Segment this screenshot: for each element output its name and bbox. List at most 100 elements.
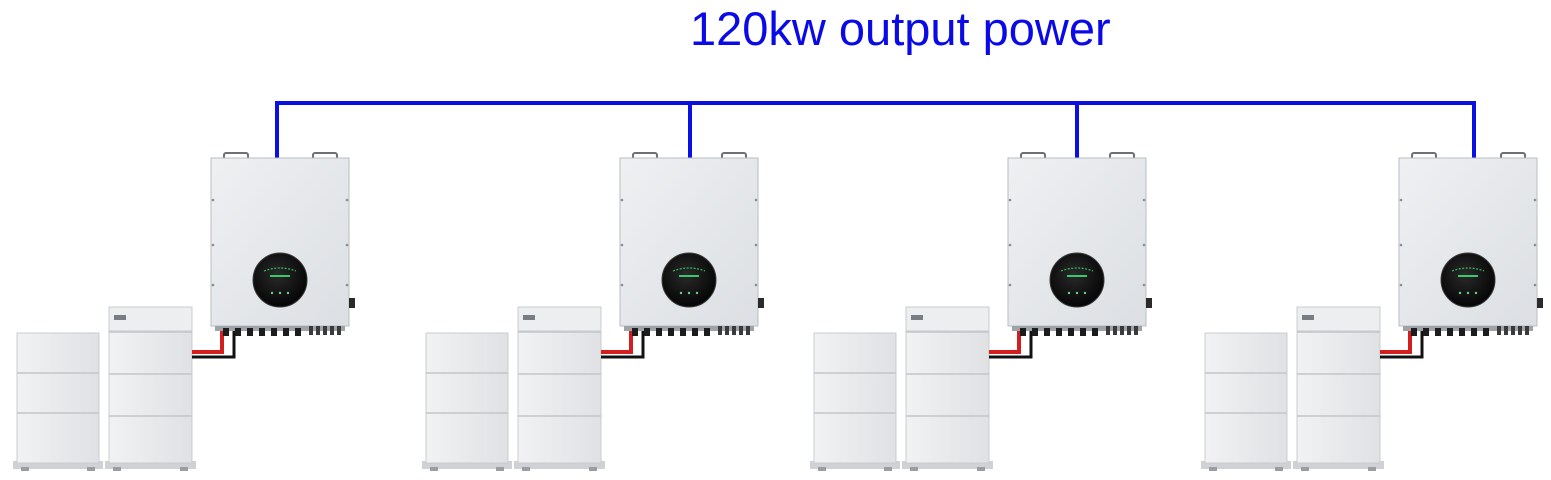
inverter-terminal (1423, 328, 1429, 336)
display-indicator-bar (1067, 275, 1087, 277)
battery-foot (1209, 467, 1217, 471)
display-indicator-arc (672, 267, 706, 272)
battery-body (425, 332, 509, 464)
battery-body (1204, 332, 1288, 464)
display-indicator-bar (1458, 275, 1478, 277)
inverter-terminal (746, 326, 750, 335)
inverter-display (1049, 252, 1105, 308)
battery-base (902, 461, 993, 469)
inverter-terminal (223, 328, 229, 336)
display-led (1466, 291, 1470, 295)
battery-base (105, 461, 196, 469)
display-led (1458, 291, 1462, 295)
inverter-terminal (1092, 328, 1098, 336)
inverter-screw (1008, 283, 1012, 287)
battery-foot (1275, 467, 1283, 471)
battery-foot (1301, 467, 1309, 471)
inverter-terminal (1044, 328, 1050, 336)
inverter-screw (1142, 198, 1146, 202)
battery-foot (87, 467, 95, 471)
battery-stack-2 (902, 306, 993, 471)
inverter-bottom-strip (215, 326, 345, 331)
inverter-terminal (632, 328, 638, 336)
battery-foot (180, 467, 188, 471)
inverter-terminal (271, 328, 277, 336)
display-led (270, 291, 274, 295)
battery-body (517, 306, 602, 464)
battery-label-plate (523, 315, 535, 320)
inverter-4 (1398, 152, 1543, 336)
battery-label-plate (911, 315, 923, 320)
battery-foot (496, 467, 504, 471)
inverter-screw (620, 198, 624, 202)
inverter-terminal (1483, 328, 1489, 336)
inverter-terminal (1435, 328, 1441, 336)
inverter-terminal (1518, 326, 1522, 335)
inverter-terminal (235, 328, 241, 336)
dc-cables (601, 326, 645, 359)
dc-positive-cable (601, 326, 633, 354)
battery-stack-1 (13, 332, 103, 471)
inverter-terminal (283, 328, 289, 336)
dc-negative-cable (989, 326, 1033, 359)
inverter-terminal (337, 326, 341, 335)
battery-foot (589, 467, 597, 471)
inverter-2 (619, 152, 764, 336)
inverter-terminal (725, 326, 729, 335)
display-led (278, 291, 282, 295)
dc-cables (989, 326, 1033, 359)
display-indicator-arc (1060, 267, 1094, 272)
battery-stack-1 (422, 332, 512, 471)
dc-positive-cable (989, 326, 1021, 354)
display-led (1067, 291, 1071, 295)
battery-stack-2 (105, 306, 196, 471)
inverter-screw (345, 198, 349, 202)
inverter-screw (620, 283, 624, 287)
inverter-terminal (1127, 326, 1131, 335)
inverter-display (252, 252, 308, 308)
battery-foot (21, 467, 29, 471)
inverter-terminal (732, 326, 736, 335)
inverter-screw (754, 283, 758, 287)
inverter-screw (1142, 243, 1146, 247)
battery-body (108, 306, 193, 464)
inverter-bottom-strip (624, 326, 754, 331)
display-indicator-arc (263, 267, 297, 272)
display-led (695, 291, 699, 295)
battery-foot (818, 467, 826, 471)
inverter-terminal (1106, 326, 1110, 335)
inverter-bottom-strip (1012, 326, 1142, 331)
inverter-screw (211, 283, 215, 287)
inverter-terminal (1020, 328, 1026, 336)
battery-label-plate (114, 315, 126, 320)
inverter-terminal (718, 326, 722, 335)
battery-label-plate (1302, 315, 1314, 320)
battery-stack-1 (810, 332, 900, 471)
inverter-terminal (330, 326, 334, 335)
inverter-screw (345, 243, 349, 247)
inverter-screw (754, 243, 758, 247)
inverter-screw (1142, 283, 1146, 287)
display-indicator-arc (1451, 267, 1485, 272)
inverter-terminal (1411, 328, 1417, 336)
system-2 (422, 152, 764, 471)
inverter-switch (349, 298, 355, 308)
inverter-terminal (656, 328, 662, 336)
inverter-terminal (1080, 328, 1086, 336)
inverter-terminal (1113, 326, 1117, 335)
battery-body (905, 306, 990, 464)
inverter-terminal (1134, 326, 1138, 335)
inverter-1 (210, 152, 355, 336)
battery-base (514, 461, 605, 469)
display-indicator-bar (679, 275, 699, 277)
battery-base (1293, 461, 1384, 469)
inverter-switch (1146, 298, 1152, 308)
battery-stack-1 (1201, 332, 1291, 471)
inverter-terminal (1471, 328, 1477, 336)
inverter-terminal (739, 326, 743, 335)
battery-base (13, 461, 103, 469)
display-led (286, 291, 290, 295)
dc-positive-cable (192, 326, 224, 354)
battery-base (1201, 461, 1291, 469)
